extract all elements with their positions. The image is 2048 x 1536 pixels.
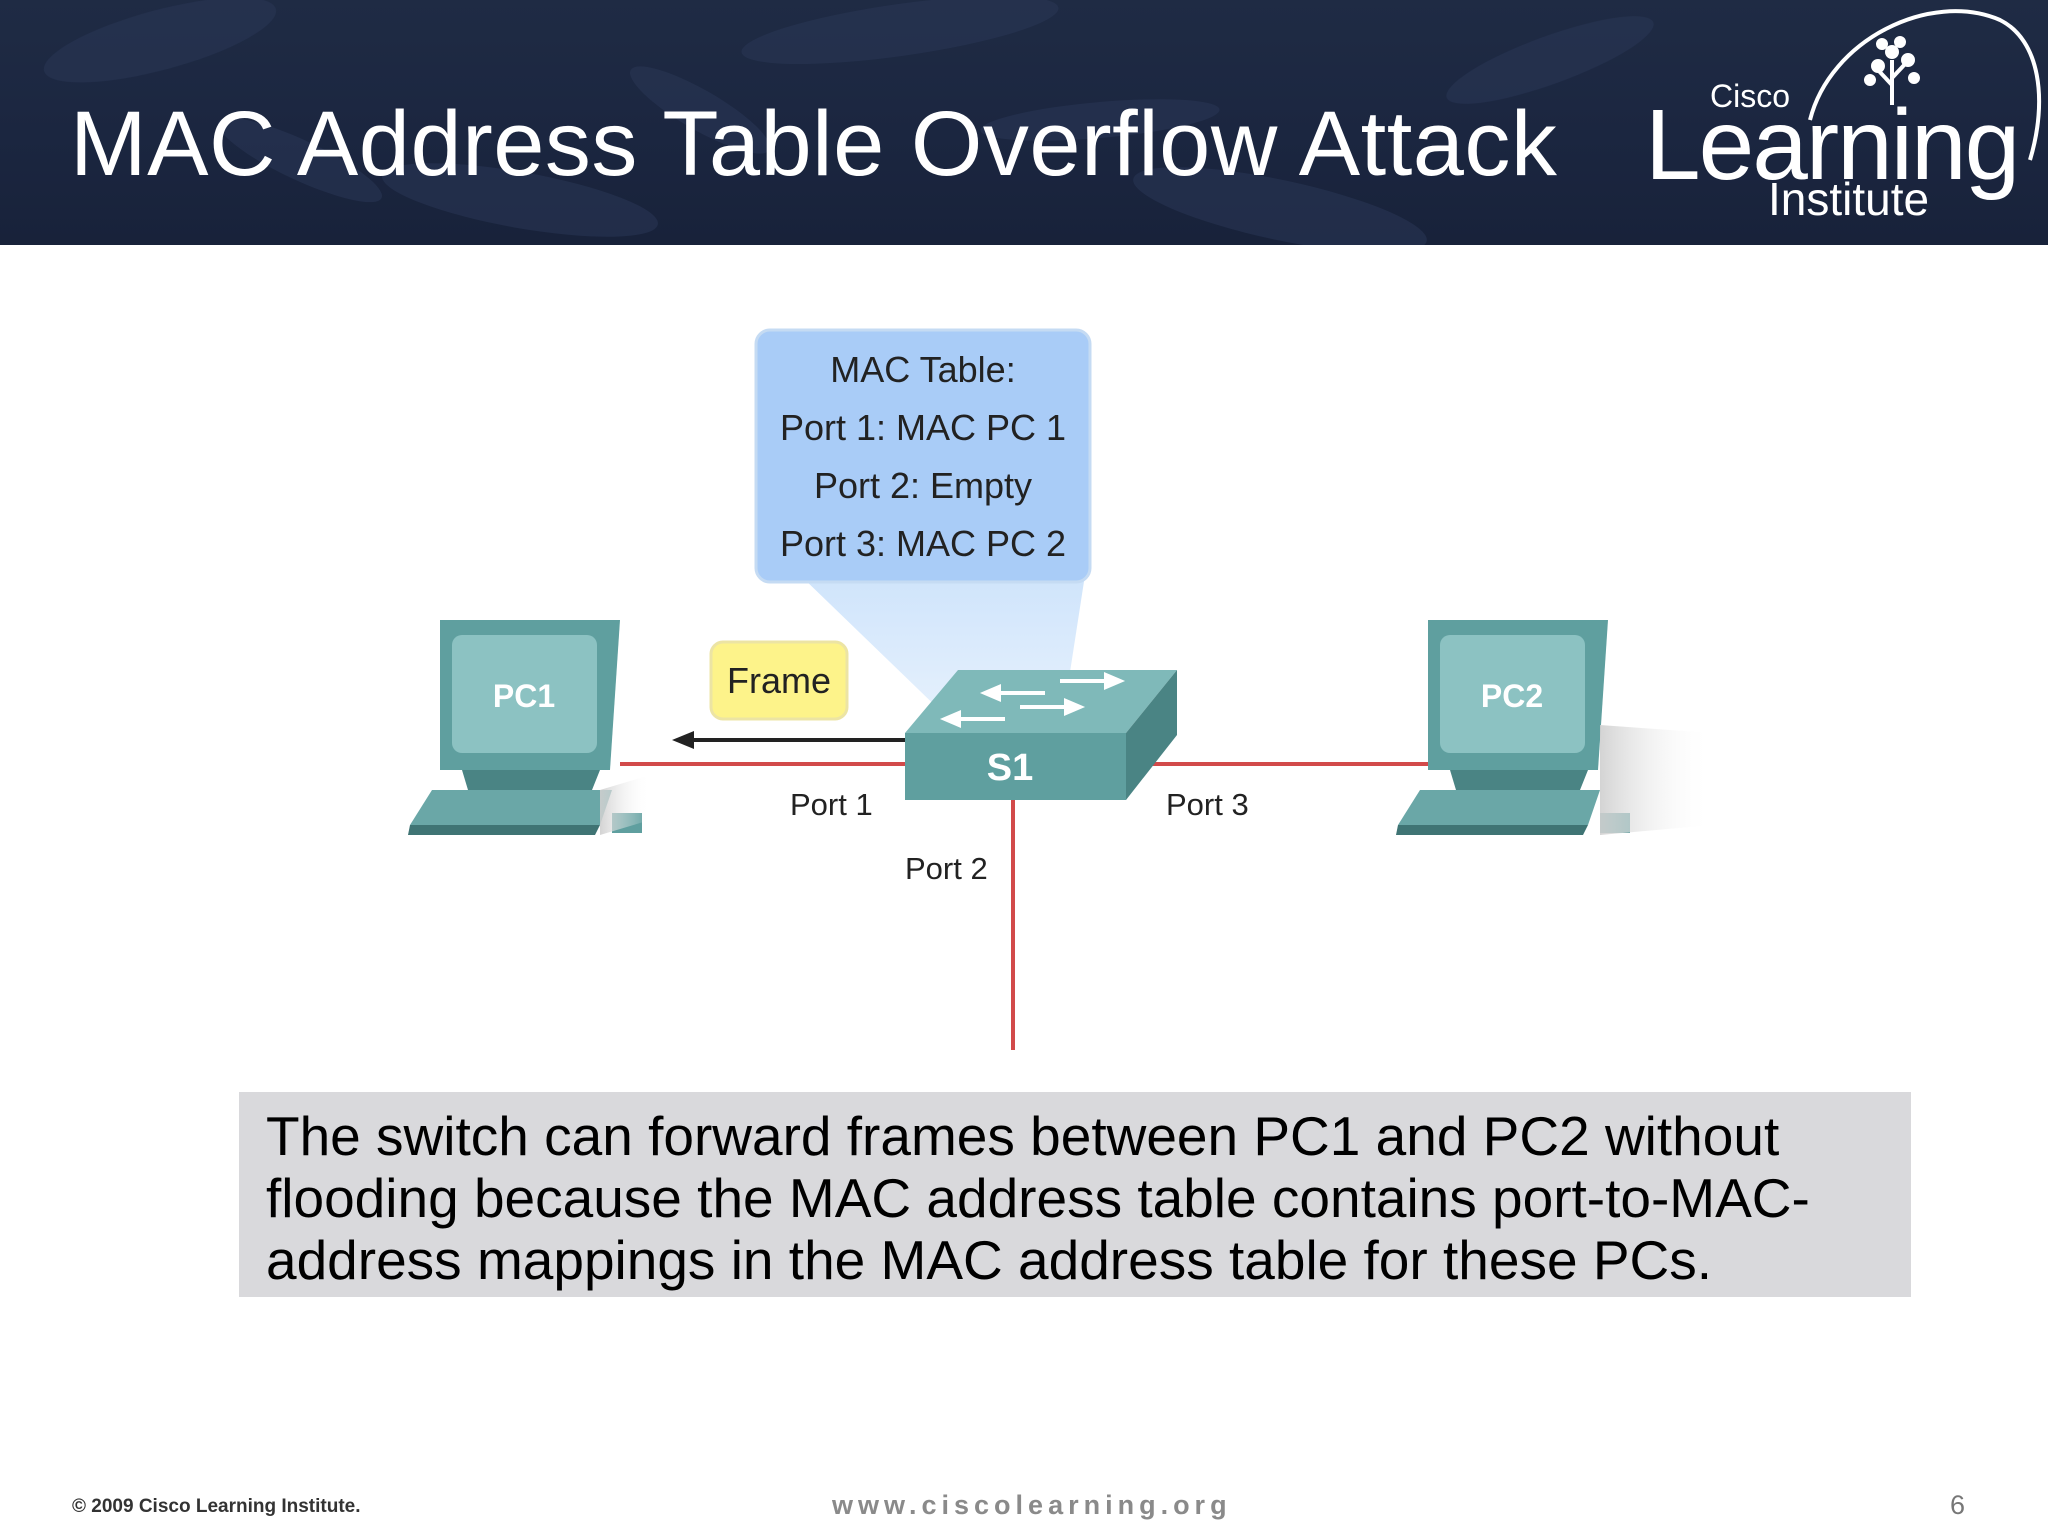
caption-text: The switch can forward frames between PC… bbox=[266, 1105, 1810, 1291]
frame-label-box: Frame bbox=[709, 640, 849, 721]
page-number: 6 bbox=[1950, 1490, 1966, 1520]
network-diagram: MAC Table: Port 1: MAC PC 1 Port 2: Empt… bbox=[0, 245, 2048, 1065]
mac-table-entry-port2: Port 2: Empty bbox=[814, 465, 1032, 506]
slide-header: MAC Address Table Overflow Attack Cisco … bbox=[0, 0, 2048, 245]
logo-learning-text: Learning bbox=[1645, 89, 2020, 201]
port2-label: Port 2 bbox=[905, 851, 988, 886]
pc2-icon: PC2 bbox=[1396, 620, 1712, 835]
port3-label: Port 3 bbox=[1166, 787, 1249, 822]
logo-arc-tree-icon bbox=[1808, 9, 2042, 161]
mac-table-entry-port1: Port 1: MAC PC 1 bbox=[780, 407, 1066, 448]
pc1-label: PC1 bbox=[493, 678, 555, 714]
switch-s1-icon: S1 bbox=[905, 670, 1177, 800]
cisco-learning-institute-logo: Cisco Learning Institute bbox=[1630, 0, 2048, 245]
header-texture bbox=[43, 0, 1654, 245]
logo-cisco-text: Cisco bbox=[1710, 78, 1791, 114]
caption-box: The switch can forward frames between PC… bbox=[239, 1092, 1911, 1297]
port1-label: Port 1 bbox=[790, 787, 873, 822]
network-diagram-svg: MAC Table: Port 1: MAC PC 1 Port 2: Empt… bbox=[408, 328, 1712, 1050]
frame-label: Frame bbox=[727, 660, 831, 701]
mac-table-box: MAC Table: Port 1: MAC PC 1 Port 2: Empt… bbox=[754, 328, 1092, 584]
switch-label: S1 bbox=[987, 747, 1033, 789]
frame-arrow-icon bbox=[672, 731, 908, 749]
logo-institute-text: Institute bbox=[1768, 173, 1930, 225]
mac-table-heading: MAC Table: bbox=[830, 349, 1015, 390]
footer-url: www.ciscolearning.org bbox=[832, 1490, 1232, 1520]
pc1-icon: PC1 bbox=[408, 620, 650, 835]
footer-copyright: © 2009 Cisco Learning Institute. bbox=[72, 1496, 361, 1517]
slide-title: MAC Address Table Overflow Attack bbox=[70, 93, 1558, 195]
mac-table-entry-port3: Port 3: MAC PC 2 bbox=[780, 523, 1066, 564]
pc2-label: PC2 bbox=[1481, 678, 1543, 714]
